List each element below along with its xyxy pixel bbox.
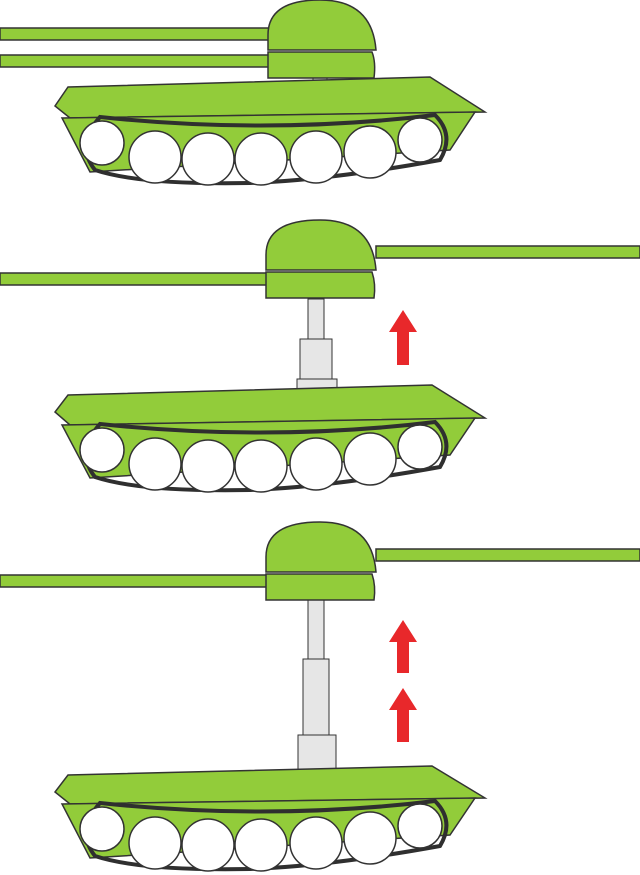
road-wheel (289, 130, 343, 184)
tank-3-barrels (0, 548, 640, 588)
tank-3-running-gear (79, 798, 449, 872)
tank-3-strut-rod (307, 598, 325, 662)
up-arrow-icon (389, 620, 417, 673)
road-wheel (397, 424, 443, 470)
tank-1-turret (267, 0, 377, 79)
tank-3-turret-bottom (265, 573, 376, 601)
road-wheel (289, 816, 343, 870)
tank-3-turret (265, 521, 377, 601)
tank-2-running-gear (79, 419, 449, 493)
tank-2-turret-bottom (265, 271, 376, 299)
road-wheel (234, 132, 288, 186)
up-arrow-icon (389, 688, 417, 742)
road-wheel (79, 806, 125, 852)
tank-3-turret-top (265, 521, 377, 573)
road-wheel (343, 811, 397, 865)
tank-2-strut (296, 298, 338, 390)
tank-1-barrel-lower (0, 54, 275, 68)
up-arrow-icon (389, 310, 417, 365)
tank-1-running-gear (79, 112, 449, 186)
tank-2-barrel-left (0, 272, 269, 286)
tank-3-strut-base (297, 734, 337, 772)
tank-1 (0, 0, 488, 186)
road-wheel (128, 437, 182, 491)
tank-3-road-wheels (79, 803, 443, 872)
tank-2-road-wheels (79, 424, 443, 493)
road-wheel (397, 117, 443, 163)
tank-3-strut (297, 598, 337, 772)
tank-2-turret (265, 219, 377, 299)
tank-3 (0, 521, 640, 872)
road-wheel (79, 120, 125, 166)
road-wheel (128, 816, 182, 870)
tank-2-strut-rod (307, 298, 325, 342)
road-wheel (181, 818, 235, 872)
tank-1-upper-hull (53, 76, 488, 119)
road-wheel (343, 125, 397, 179)
tank-2-arrows (389, 310, 417, 365)
tank-2 (0, 219, 640, 493)
tank-2-turret-top (265, 219, 377, 271)
tank-2-barrel-right (375, 245, 640, 259)
road-wheel (79, 427, 125, 473)
road-wheel (181, 132, 235, 186)
tank-1-turret-bottom (267, 51, 376, 79)
tank-2-strut-sleeve (299, 338, 333, 382)
tank-1-barrel-upper (0, 27, 275, 41)
road-wheel (289, 437, 343, 491)
tank-1-turret-top (267, 0, 377, 51)
road-wheel (128, 130, 182, 184)
road-wheel (397, 803, 443, 849)
road-wheel (234, 818, 288, 872)
road-wheel (343, 432, 397, 486)
road-wheel (181, 439, 235, 493)
tank-3-strut-sleeve (302, 658, 330, 738)
tank-1-road-wheels (79, 117, 443, 186)
tank-3-barrel-left (0, 574, 269, 588)
tank-3-barrel-right (375, 548, 640, 562)
tank-1-barrels (0, 27, 275, 68)
road-wheel (234, 439, 288, 493)
tank-3-arrows (389, 620, 417, 742)
